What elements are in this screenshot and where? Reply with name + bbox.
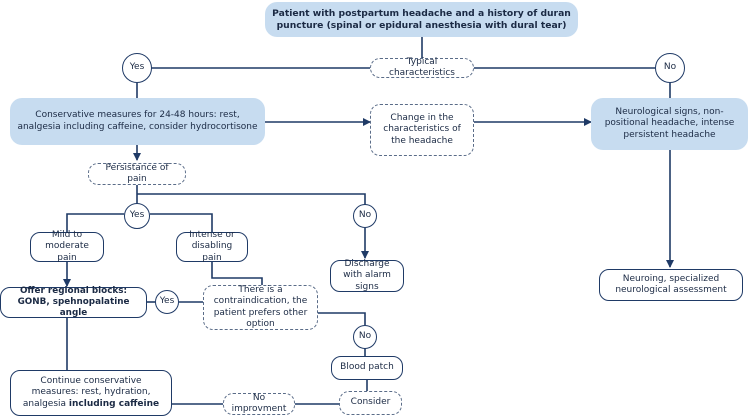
node-neurological-signs: Neurological signs, non- positional head… — [591, 98, 748, 150]
node-yes-typical: Yes — [122, 53, 152, 83]
continue-conservative-text: Continue conservative measures: rest, hy… — [22, 376, 160, 409]
node-blood-patch: Blood patch — [331, 356, 403, 380]
node-no-improvement: No improvment — [223, 393, 295, 415]
caffeine-emphasis: including caffeine — [68, 398, 160, 409]
node-no-persistance: No — [353, 204, 377, 228]
node-contraindication: There is a contraindication, the patient… — [203, 285, 318, 330]
node-typical-characteristics: Typical characteristics — [370, 57, 474, 78]
node-neuroimaging-assessment: Neuroing, specialized neurological asses… — [599, 269, 743, 301]
node-yes-persistance: Yes — [124, 203, 150, 229]
node-conservative-measures: Conservative measures for 24-48 hours: r… — [10, 98, 265, 145]
node-continue-conservative: Continue conservative measures: rest, hy… — [10, 370, 172, 416]
node-mild-moderate-pain: Mild to moderate pain — [30, 230, 104, 263]
node-no-typical: No — [655, 53, 685, 83]
edge-contra-no — [318, 312, 366, 325]
node-change-characteristics: Change in the characteristics of the hea… — [370, 104, 474, 156]
edge-intense-contra — [211, 262, 263, 285]
node-persistance-of-pain: Persistance of pain — [88, 163, 186, 185]
node-regional-blocks: Offer regional blocks: GONB, spehnopalat… — [0, 286, 147, 318]
node-postpartum-headache: Patient with postpartum headache and a h… — [265, 2, 578, 37]
node-consider: Consider — [339, 391, 402, 415]
node-intense-disabling-pain: Intense or disabling pain — [176, 230, 248, 263]
node-yes-regional: Yes — [155, 290, 179, 314]
edge-yes-mild — [66, 213, 124, 232]
edge-yes-intense — [150, 213, 213, 232]
node-discharge-alarm-signs: Discharge with alarm signs — [330, 259, 404, 292]
edge-persistance-no — [137, 193, 366, 205]
node-no-contraindication: No — [353, 325, 377, 349]
